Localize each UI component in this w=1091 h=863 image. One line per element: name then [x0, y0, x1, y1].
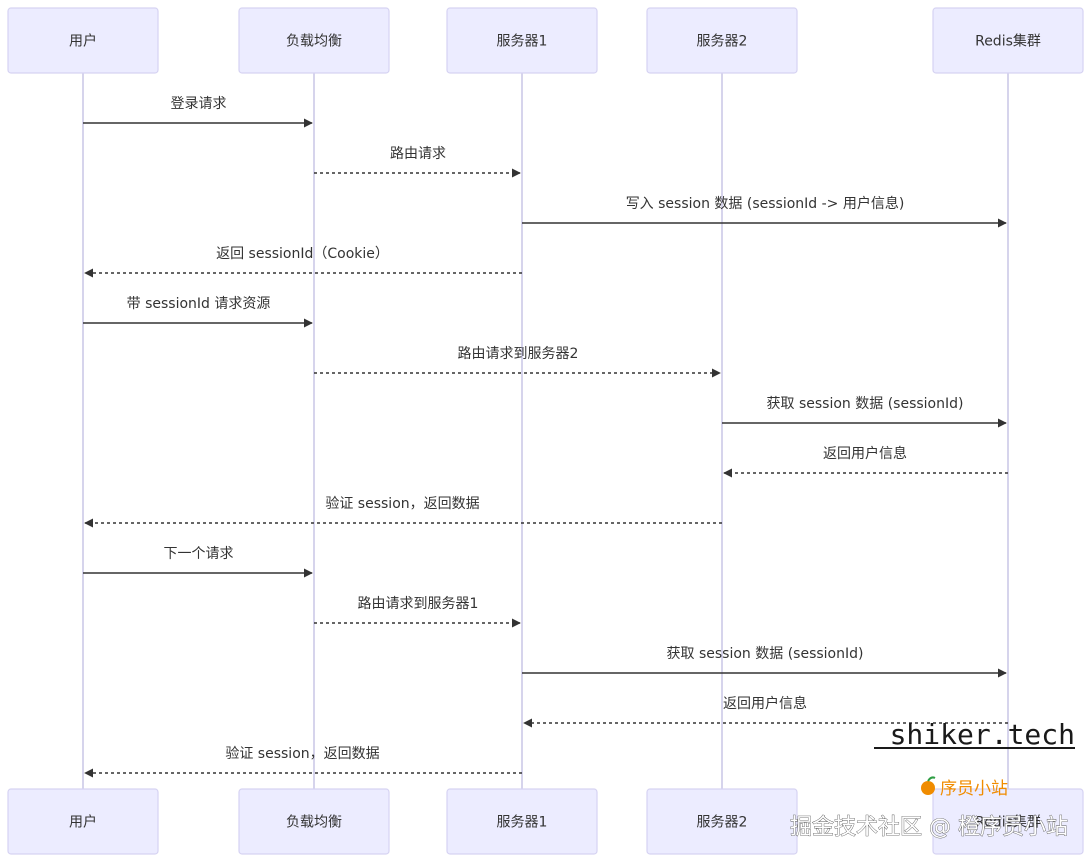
participant-lb-top: 负载均衡: [238, 7, 390, 74]
message-label: 下一个请求: [164, 546, 234, 562]
participant-box: [238, 788, 390, 855]
participant-box: [7, 788, 159, 855]
participant-label: 服务器1: [497, 815, 548, 831]
message-3: 写入 session 数据 (sessionId -> 用户信息): [522, 195, 1007, 228]
participant-label: 负载均衡: [286, 34, 342, 50]
participant-s1-bottom: 服务器1: [446, 788, 598, 855]
message-label: 获取 session 数据 (sessionId): [767, 396, 964, 412]
message-11: 路由请求到服务器1: [314, 596, 521, 628]
participant-user-top: 用户: [7, 7, 159, 74]
message-label: 返回用户信息: [823, 445, 907, 462]
participant-s1-top: 服务器1: [446, 7, 598, 74]
participant-label: 用户: [69, 814, 97, 831]
message-label: 带 sessionId 请求资源: [127, 296, 271, 312]
orange-icon: [921, 776, 936, 795]
participant-box: [238, 7, 390, 74]
message-12: 获取 session 数据 (sessionId): [522, 646, 1007, 678]
participant-redis-top: Redis集群: [932, 7, 1084, 74]
participant-box: [646, 7, 798, 74]
message-label: 获取 session 数据 (sessionId): [667, 646, 864, 662]
participant-box: [446, 788, 598, 855]
message-label: 返回 sessionId（Cookie）: [216, 246, 389, 262]
participant-redis-bottom: Redis集群: [932, 788, 1084, 855]
message-label: 路由请求到服务器2: [458, 346, 579, 362]
message-14: 验证 session，返回数据: [84, 746, 522, 778]
participant-user-bottom: 用户: [7, 788, 159, 855]
message-2: 路由请求: [314, 146, 521, 178]
participant-label: 服务器1: [497, 34, 548, 50]
message-9: 验证 session，返回数据: [84, 496, 722, 528]
message-label: 路由请求到服务器1: [358, 596, 479, 612]
message-4: 返回 sessionId（Cookie）: [84, 246, 522, 278]
participant-label: 负载均衡: [286, 815, 342, 831]
message-5: 带 sessionId 请求资源: [83, 296, 313, 328]
watermark-site: shiker.tech: [890, 718, 1075, 751]
message-label: 写入 session 数据 (sessionId -> 用户信息): [626, 195, 905, 212]
participant-box: [646, 788, 798, 855]
participant-s2-bottom: 服务器2: [646, 788, 798, 855]
message-10: 下一个请求: [83, 546, 313, 578]
watermark-small-site: 序员小站: [940, 779, 1008, 799]
participant-box: [932, 788, 1084, 855]
message-6: 路由请求到服务器2: [314, 346, 721, 378]
participant-label: 用户: [69, 33, 97, 50]
participant-s2-top: 服务器2: [646, 7, 798, 74]
message-label: 登录请求: [171, 96, 227, 112]
participant-lb-bottom: 负载均衡: [238, 788, 390, 855]
participant-box: [932, 7, 1084, 74]
message-label: 返回用户信息: [723, 695, 807, 712]
participant-label: Redis集群: [975, 33, 1041, 50]
participant-box: [446, 7, 598, 74]
participant-label: Redis集群: [975, 814, 1041, 831]
participant-label: 服务器2: [697, 815, 748, 831]
message-13: 返回用户信息: [523, 695, 1008, 728]
message-label: 路由请求: [390, 146, 446, 162]
participant-label: 服务器2: [697, 34, 748, 50]
message-label: 验证 session，返回数据: [225, 746, 379, 762]
message-label: 验证 session，返回数据: [325, 496, 479, 512]
message-8: 返回用户信息: [723, 445, 1008, 478]
message-7: 获取 session 数据 (sessionId): [722, 396, 1007, 428]
watermark-juejin: 掘金技术社区 @ 橙序员小站: [790, 815, 1068, 840]
message-1: 登录请求: [83, 96, 313, 128]
participant-box: [7, 7, 159, 74]
